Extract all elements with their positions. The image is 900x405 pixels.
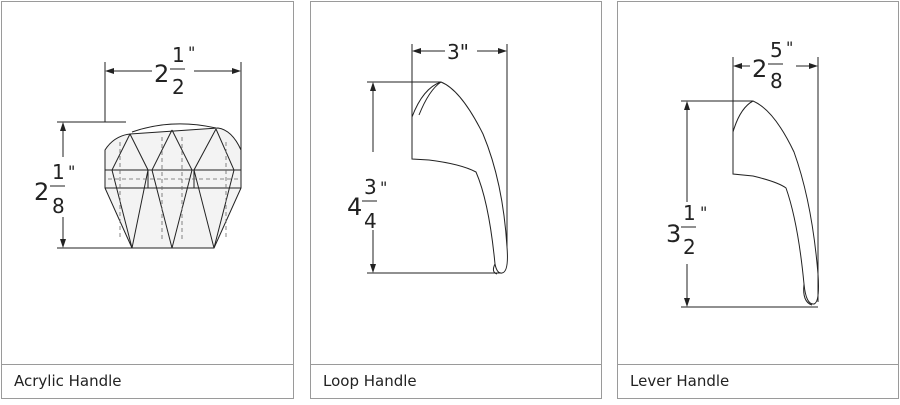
height-whole: 3 [666, 220, 681, 248]
arrowhead-left [105, 68, 114, 74]
arrowhead-bottom [684, 298, 690, 307]
height-numerator: 3 [364, 175, 377, 199]
width-whole: 2 [154, 60, 169, 88]
arrowhead-right [809, 63, 818, 69]
arrowhead-left [733, 63, 742, 69]
height-denominator: 4 [364, 209, 377, 233]
arrowhead-top [60, 122, 66, 131]
width-numerator: 1 [172, 43, 185, 67]
lever-handle-drawing: 2 5 8 " 3 1 2 " [666, 38, 819, 308]
width-unit: " [786, 38, 793, 57]
height-unit: " [700, 203, 707, 222]
loop-handle-panel: 3" 4 3 4 " Loop Handle [310, 1, 602, 399]
arrowhead-right [498, 48, 507, 54]
arrowhead-top [684, 101, 690, 110]
height-numerator: 1 [52, 160, 65, 184]
width-denominator: 8 [770, 69, 783, 93]
lever-handle-shape [732, 100, 819, 306]
panel-caption: Acrylic Handle [2, 364, 293, 398]
loop-handle-drawing: 3" 4 3 4 " [347, 40, 508, 275]
height-unit: " [380, 178, 387, 197]
panel-caption: Loop Handle [311, 364, 601, 398]
height-whole: 4 [347, 193, 362, 221]
arrowhead-bottom [370, 264, 376, 273]
acrylic-knob-shape [104, 123, 242, 249]
height-numerator: 1 [683, 201, 696, 225]
lever-handle-panel: 2 5 8 " 3 1 2 " Lever Handle [617, 1, 899, 399]
arrowhead-top [370, 82, 376, 91]
acrylic-handle-panel: 2 1 2 " 2 1 8 " [1, 1, 294, 399]
loop-handle-shape [411, 81, 508, 275]
acrylic-handle-drawing: 2 1 2 " 2 1 8 " [34, 43, 242, 249]
width-whole: 2 [752, 55, 767, 83]
height-denominator: 8 [52, 194, 65, 218]
panel-caption: Lever Handle [618, 364, 898, 398]
width-numerator: 5 [770, 38, 783, 62]
arrowhead-left [412, 48, 421, 54]
height-denominator: 2 [683, 235, 696, 259]
width-denominator: 2 [172, 75, 185, 99]
width-unit: " [188, 43, 195, 62]
width-label: 3" [447, 40, 469, 64]
arrowhead-bottom [60, 239, 66, 248]
height-whole: 2 [34, 178, 49, 206]
height-unit: " [68, 162, 75, 181]
arrowhead-right [232, 68, 241, 74]
